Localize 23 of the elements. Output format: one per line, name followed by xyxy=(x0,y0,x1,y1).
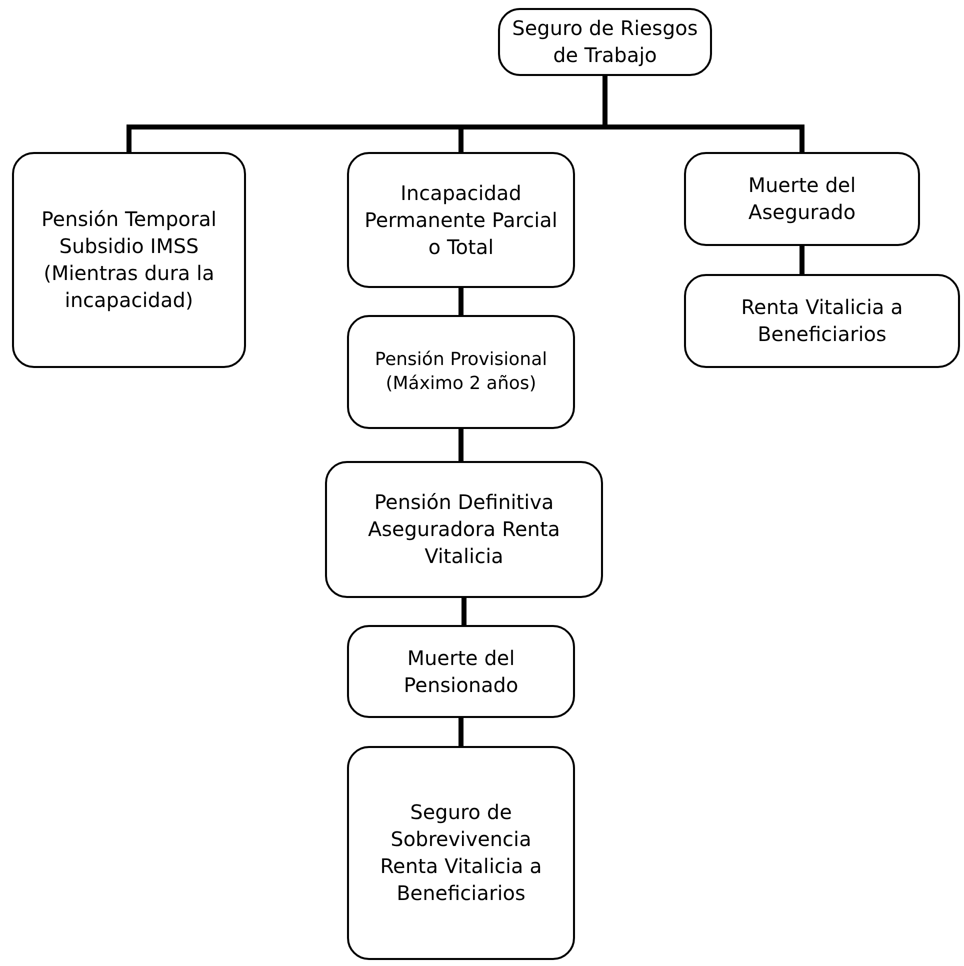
connector-line xyxy=(462,598,466,625)
rounded-box xyxy=(347,315,575,429)
rounded-box xyxy=(347,625,575,718)
connector-line xyxy=(458,288,464,315)
rounded-box xyxy=(347,152,575,288)
box-label: Pensión Provisional (Máximo 2 años) xyxy=(374,348,548,396)
box-label: Muerte del Asegurado xyxy=(747,172,857,226)
rounded-box xyxy=(684,274,960,368)
connector-line xyxy=(458,429,464,461)
box-label: Renta Vitalicia a Beneficiarios xyxy=(740,294,904,348)
box-label: Pensión Definitiva Aseguradora Renta Vitalicia xyxy=(366,489,562,570)
box-label: Seguro de Sobrevivencia Renta Vitalicia a Beneficiarios xyxy=(379,799,543,907)
box-label: Muerte del Pensionado xyxy=(402,644,520,698)
connector-line xyxy=(458,718,464,746)
rounded-box xyxy=(325,461,603,598)
rounded-box xyxy=(498,8,712,76)
rounded-box xyxy=(347,746,575,960)
rounded-box xyxy=(12,152,246,368)
box-label: Pensión Temporal Subsidio IMSS (Mientras dura la incapacidad) xyxy=(40,206,218,314)
box-label: Incapacidad Permanente Parcial o Total xyxy=(364,180,558,260)
box-label: Seguro de Riesgos de Trabajo xyxy=(511,15,699,69)
connector-line xyxy=(800,246,804,274)
rounded-box xyxy=(684,152,920,246)
